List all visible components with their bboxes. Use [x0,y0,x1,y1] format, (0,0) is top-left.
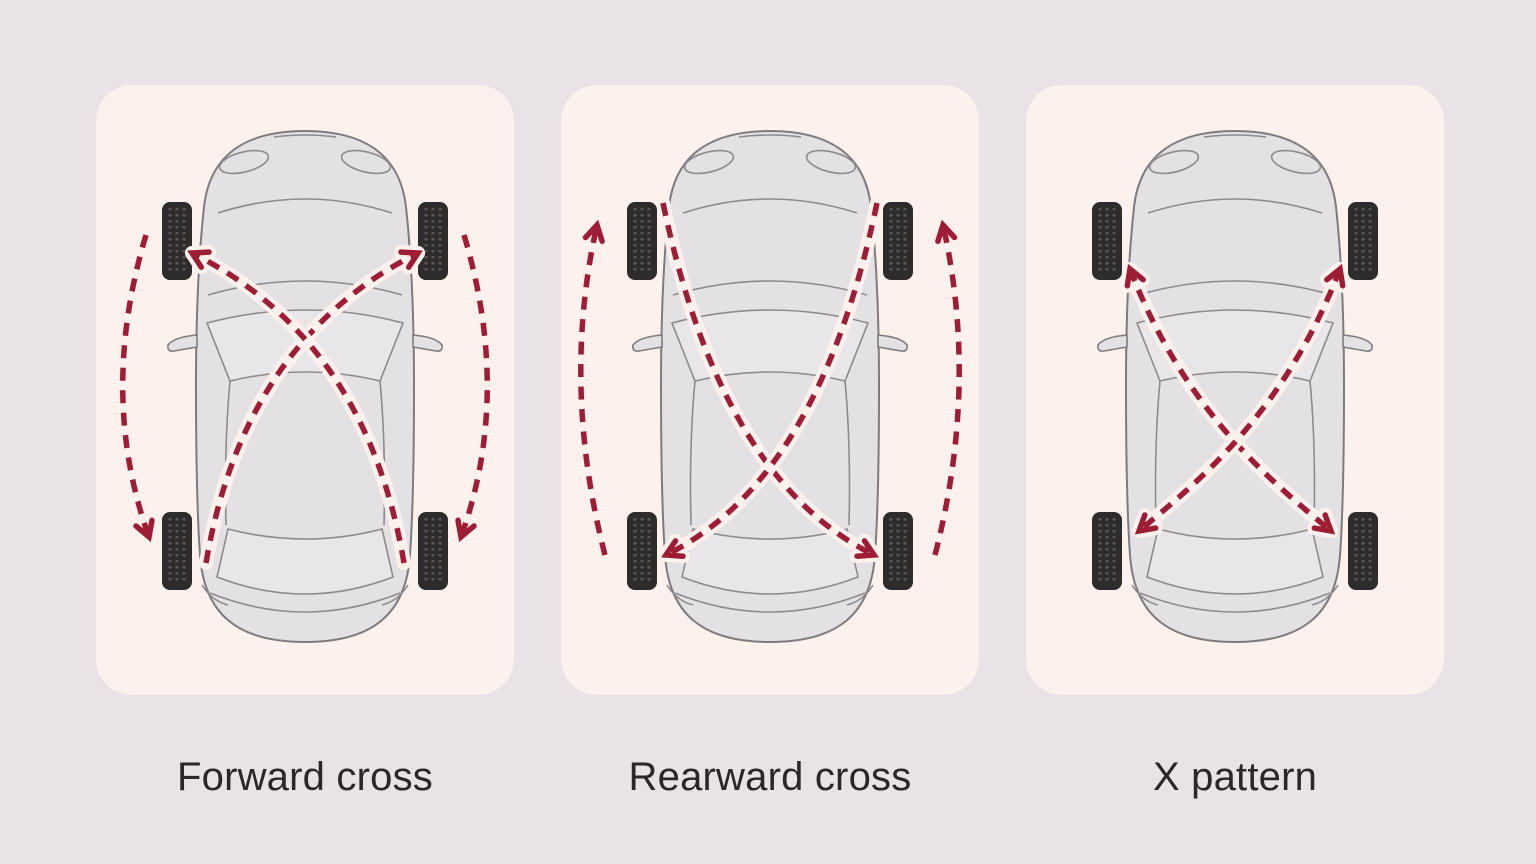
x-pattern-diagram [1026,85,1444,695]
arrow-front-right-to-rear-left [659,196,884,564]
forward-cross-card [96,85,514,695]
car-top-view [1092,131,1378,642]
arrow-front-right-rear-left-bidirectional [1132,262,1350,538]
arrow-front-left-to-rear-left [115,228,159,544]
x-pattern-card [1026,85,1444,695]
panel-forward-cross: Forward cross [96,85,514,800]
rearward-cross-diagram [573,85,967,695]
forward-cross-label: Forward cross [177,755,433,799]
panel-rearward-cross: Rearward cross [561,85,979,800]
arrow-rear-left-to-front-left [573,218,612,562]
arrow-rear-right-to-front-right [928,218,967,562]
panel-x-pattern: X pattern [1026,85,1444,800]
arrow-front-left-to-rear-right [656,196,881,564]
arrow-rear-left-to-front-right [199,245,425,570]
rearward-cross-label: Rearward cross [628,755,912,799]
arrow-rear-right-to-front-left [185,245,411,570]
forward-cross-diagram [115,85,495,695]
arrow-front-right-to-rear-right [451,228,495,544]
rearward-cross-card [561,85,979,695]
x-pattern-label: X pattern [1152,755,1318,799]
